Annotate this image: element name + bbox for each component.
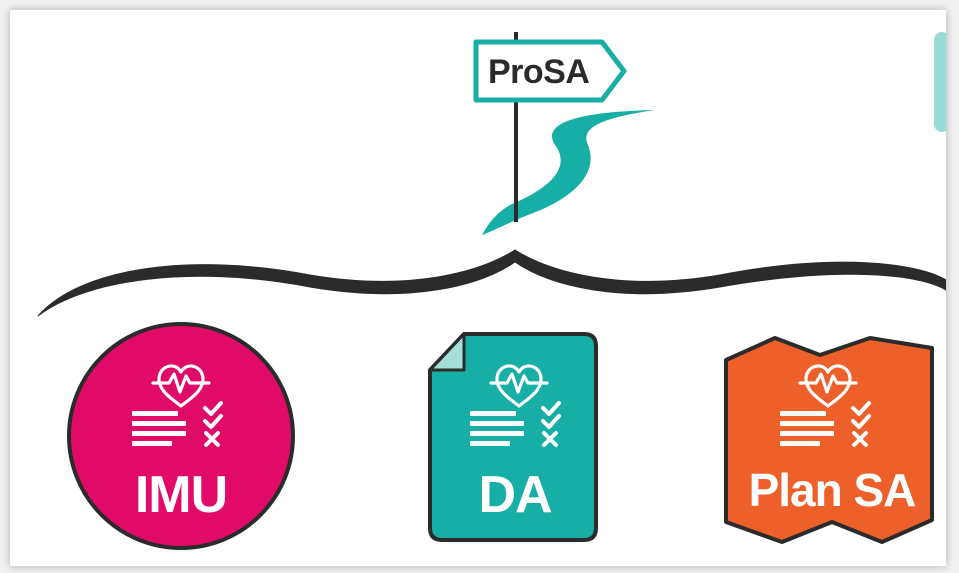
signpost-board (473, 39, 627, 103)
da-label: DA (478, 466, 552, 524)
road-shape (482, 110, 655, 235)
imu-item (67, 322, 295, 550)
diagram-graphics (37, 32, 946, 550)
signpost-label: ProSA (488, 53, 590, 91)
plan-sa-label: Plan SA (748, 464, 917, 516)
imu-label: IMU (134, 466, 228, 524)
accent-bar (934, 32, 946, 132)
diagram-panel: ProSA IMU DA Plan SA (10, 10, 946, 566)
plan-sa-item (724, 336, 934, 544)
curly-brace (37, 249, 946, 317)
da-item (428, 332, 598, 542)
